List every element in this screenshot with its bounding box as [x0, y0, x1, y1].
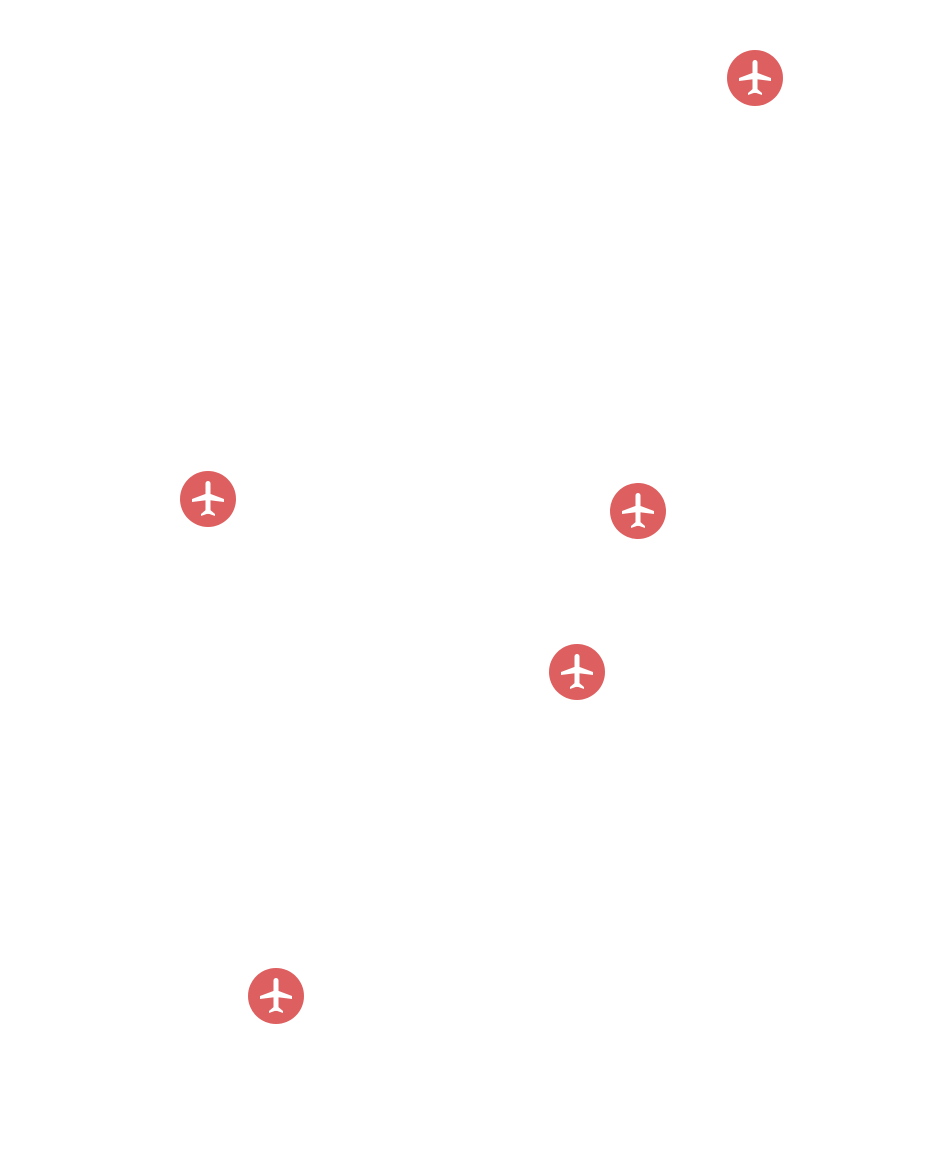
airport-marker[interactable] — [248, 968, 304, 1024]
airplane-icon — [610, 483, 666, 539]
airport-marker[interactable] — [610, 483, 666, 539]
airplane-icon — [727, 50, 783, 106]
airplane-icon — [248, 968, 304, 1024]
airplane-icon — [180, 471, 236, 527]
airport-marker[interactable] — [727, 50, 783, 106]
airport-marker[interactable] — [549, 644, 605, 700]
airplane-icon — [549, 644, 605, 700]
airport-marker[interactable] — [180, 471, 236, 527]
